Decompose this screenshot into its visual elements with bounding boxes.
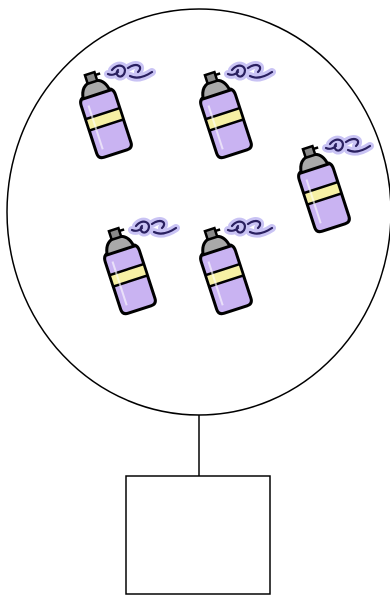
aerosol-spray-can-icon bbox=[73, 65, 152, 159]
aerosol-spray-can-icon bbox=[291, 139, 370, 233]
label-box bbox=[125, 475, 271, 595]
aerosol-spray-can-icon bbox=[193, 65, 272, 159]
aerosol-spray-can-icon bbox=[97, 221, 176, 315]
aerosol-spray-can-icon bbox=[193, 221, 272, 315]
